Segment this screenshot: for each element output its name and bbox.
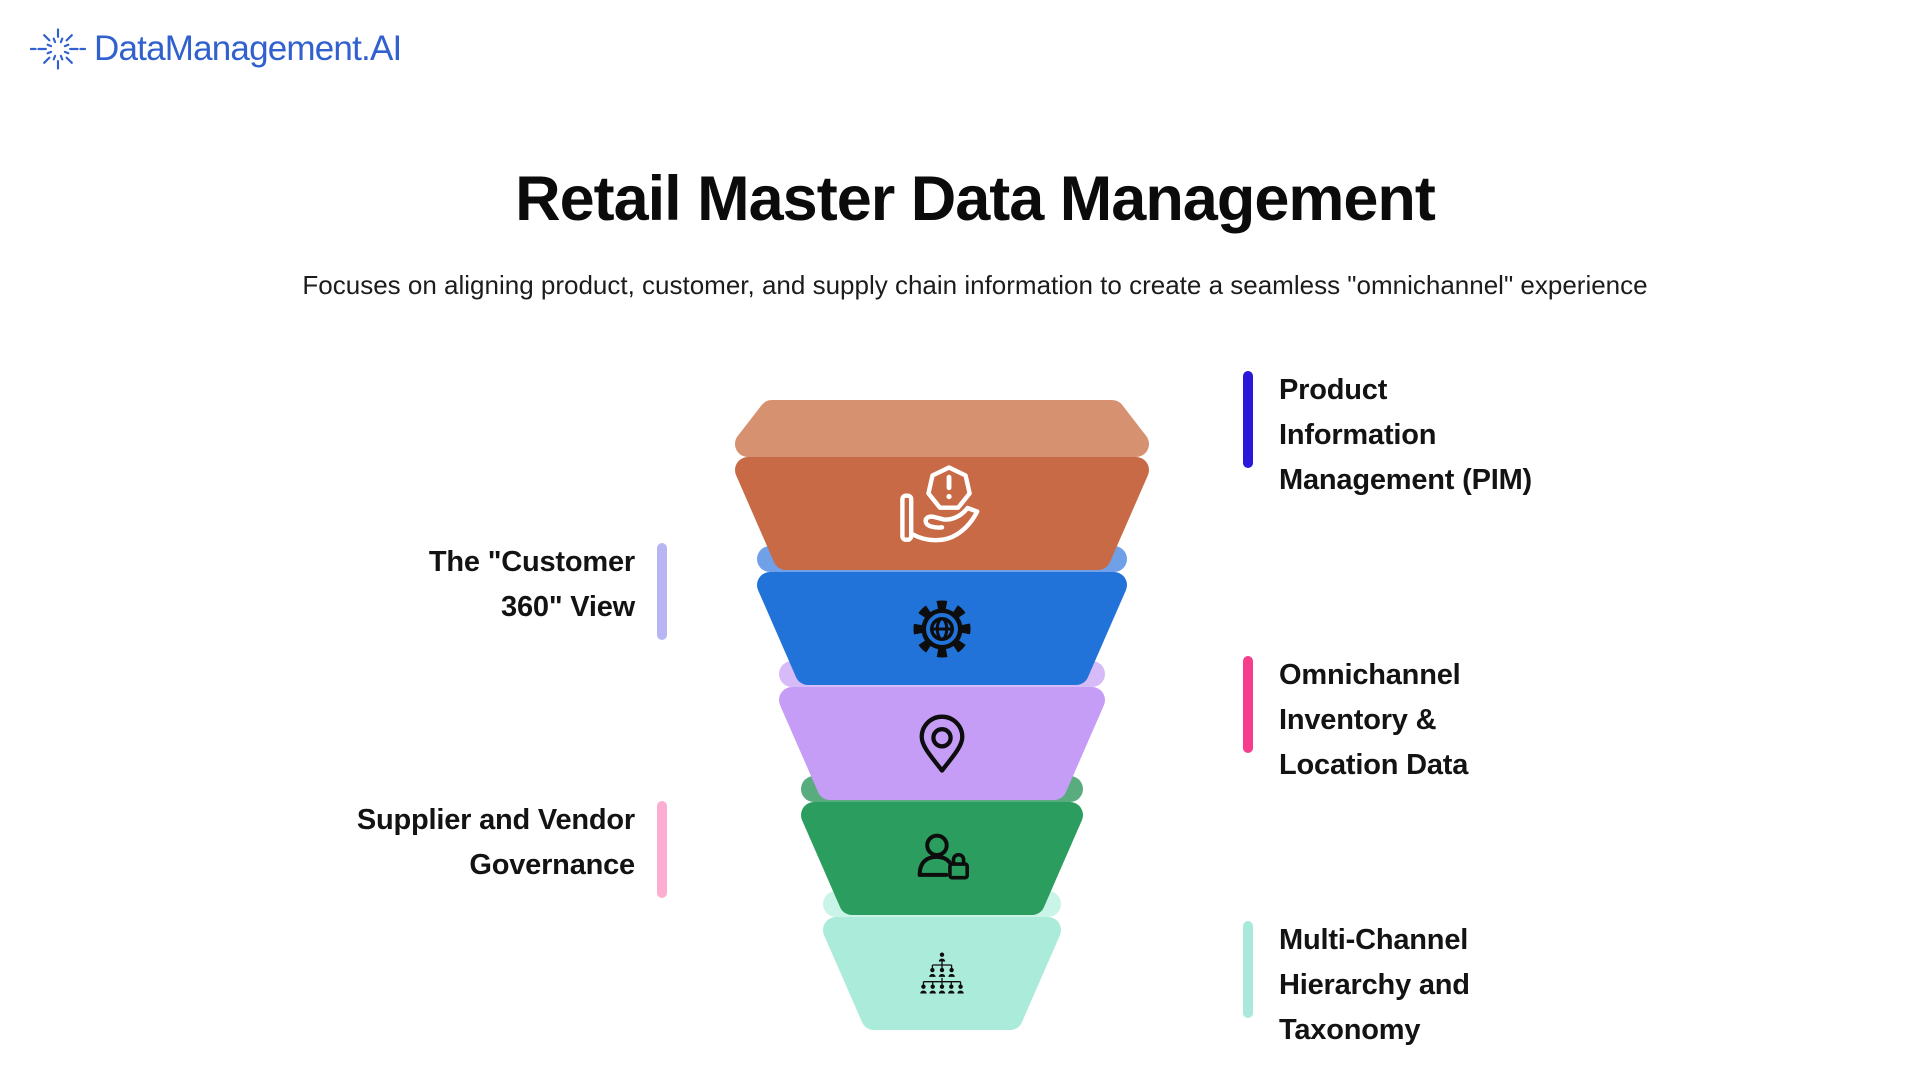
page-title: Retail Master Data Management [515,164,1436,234]
person-lock-icon [917,833,970,880]
label-line: Multi-Channel [1279,924,1469,956]
starburst-icon [30,28,86,70]
label-omnichannel: Omnichannel Inventory & Location Data [1243,653,1468,788]
label-pim: Product Information Management (PIM) [1243,368,1532,503]
page-subtitle: Focuses on aligning product, customer, a… [302,270,1648,300]
funnel-layer-front-face [779,687,1105,800]
location-pin-icon [922,717,963,771]
label-line: Inventory & [1279,704,1437,736]
label-line: Hierarchy and [1279,969,1470,1001]
funnel-layer-front-face [823,917,1061,1030]
app-logo: DataManagement.AI [30,20,402,78]
accent-bar [657,543,667,640]
logo-text: DataManagement.AI [94,29,402,68]
gear-globe-icon [918,605,965,652]
label-line: Supplier and Vendor [356,804,635,836]
funnel-layer-top-face [735,400,1149,457]
funnel-layer-supplier [801,776,1083,915]
funnel-layer-pim [735,400,1149,570]
label-line: 360" View [501,591,635,623]
funnel-layer-omnichannel [779,661,1105,800]
label-supplier: Supplier and Vendor Governance [357,798,667,898]
accent-bar [1243,656,1253,753]
funnel-layer-customer-360 [757,546,1127,685]
funnel-layer-multichannel [823,891,1061,1030]
accent-bar [1243,921,1253,1018]
label-line: Taxonomy [1279,1014,1421,1046]
accent-bar [657,801,667,898]
hand-alert-icon [902,468,977,541]
label-multichannel: Multi-Channel Hierarchy and Taxonomy [1243,918,1470,1053]
label-line: Information [1279,419,1437,451]
funnel-layer-front-face [735,457,1149,570]
label-line: Omnichannel [1279,659,1461,691]
label-line: Product [1279,374,1388,406]
label-customer-360: The "Customer 360" View [429,540,667,640]
label-line: The "Customer [428,546,635,578]
funnel-layer-front-face [801,802,1083,915]
accent-bar [1243,371,1253,468]
org-hierarchy-icon [919,951,965,995]
funnel-layer-front-face [757,572,1127,685]
label-line: Location Data [1279,749,1469,781]
label-line: Management (PIM) [1279,464,1532,496]
label-line: Governance [469,849,635,881]
